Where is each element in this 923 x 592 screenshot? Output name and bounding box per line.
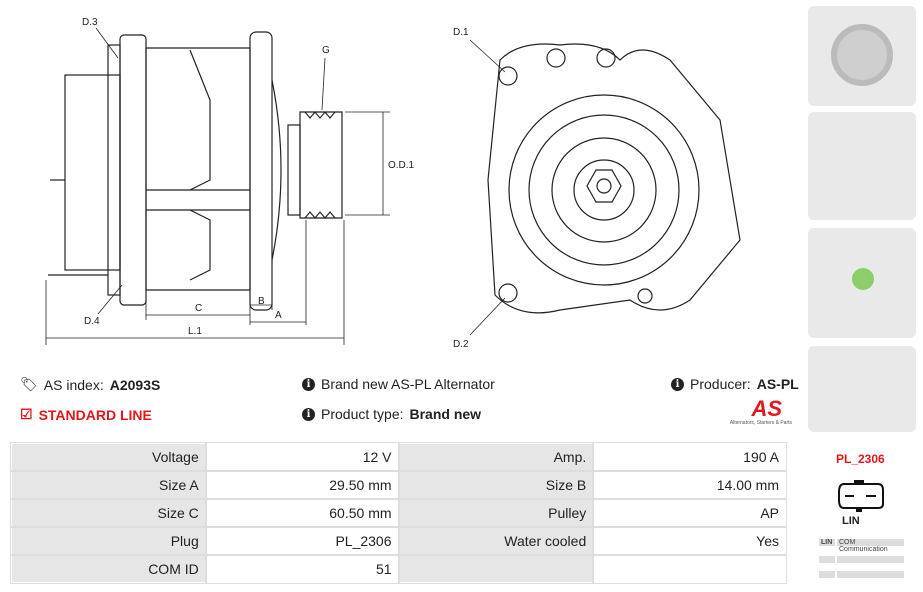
spec-label: Plug: [10, 526, 207, 556]
checkbox-icon: ☑: [20, 406, 33, 422]
label-d2: D.2: [453, 339, 469, 350]
label-d1: D.1: [453, 27, 469, 38]
label-a: A: [275, 310, 282, 321]
spec-label: Voltage: [10, 442, 207, 472]
tags-icon: 🏷: [20, 376, 38, 392]
com-empty: [819, 556, 835, 563]
spec-label: Size B: [397, 470, 595, 500]
spec-value: AP: [592, 498, 787, 528]
com-empty: [837, 556, 904, 563]
spec-label: Amp.: [397, 442, 595, 472]
spec-label: Size A: [10, 470, 207, 500]
spec-value: 29.50 mm: [204, 470, 400, 500]
plug-connector-icon: [838, 480, 884, 512]
com-desc: COM Communication: [837, 539, 904, 553]
com-empty: [819, 571, 835, 578]
spec-value: PL_2306: [204, 526, 400, 556]
com-key: LIN: [819, 539, 835, 546]
spec-label: [397, 554, 595, 584]
technical-drawing: D.3 G O.D.1 D.4 C B A L.1 D.1 D.2: [45, 17, 741, 350]
as-pl-logo: AS Alternators, Starters & Parts: [729, 396, 792, 427]
label-l1: L.1: [188, 326, 202, 337]
spec-value: [592, 554, 787, 584]
spec-label: COM ID: [10, 554, 207, 584]
product-photo-side[interactable]: [808, 112, 916, 220]
info-icon: i: [302, 377, 315, 391]
producer: i Producer:AS-PL: [671, 376, 799, 392]
plug-pin-label: LIN: [842, 515, 860, 527]
label-d4: D.4: [84, 316, 100, 327]
product-photo-front[interactable]: [808, 6, 916, 106]
spec-label: Pulley: [397, 498, 595, 528]
label-b: B: [258, 296, 265, 307]
spec-value: 190 A: [592, 442, 787, 472]
standard-line-badge: ☑ STANDARD LINE: [20, 406, 152, 423]
info-icon: i: [671, 377, 684, 391]
plug-code: PL_2306: [836, 452, 885, 466]
description: i Brand new AS-PL Alternator: [302, 376, 495, 392]
as-index: 🏷 AS index:A2093S: [20, 376, 161, 393]
spec-value: 51: [204, 554, 400, 584]
label-od1: O.D.1: [388, 160, 415, 171]
product-photo-rear[interactable]: [808, 228, 916, 338]
spec-value: Yes: [592, 526, 787, 556]
product-type: i Product type:Brand new: [302, 406, 481, 422]
product-photo-side-2[interactable]: [808, 346, 916, 432]
label-d3: D.3: [82, 17, 98, 28]
spec-value: 14.00 mm: [592, 470, 787, 500]
spec-value: 12 V: [204, 442, 400, 472]
label-c: C: [195, 303, 202, 314]
com-empty: [837, 571, 904, 578]
label-g: G: [322, 45, 330, 56]
spec-value: 60.50 mm: [204, 498, 400, 528]
spec-label: Size C: [10, 498, 207, 528]
spec-label: Water cooled: [397, 526, 595, 556]
info-icon: i: [302, 407, 315, 421]
